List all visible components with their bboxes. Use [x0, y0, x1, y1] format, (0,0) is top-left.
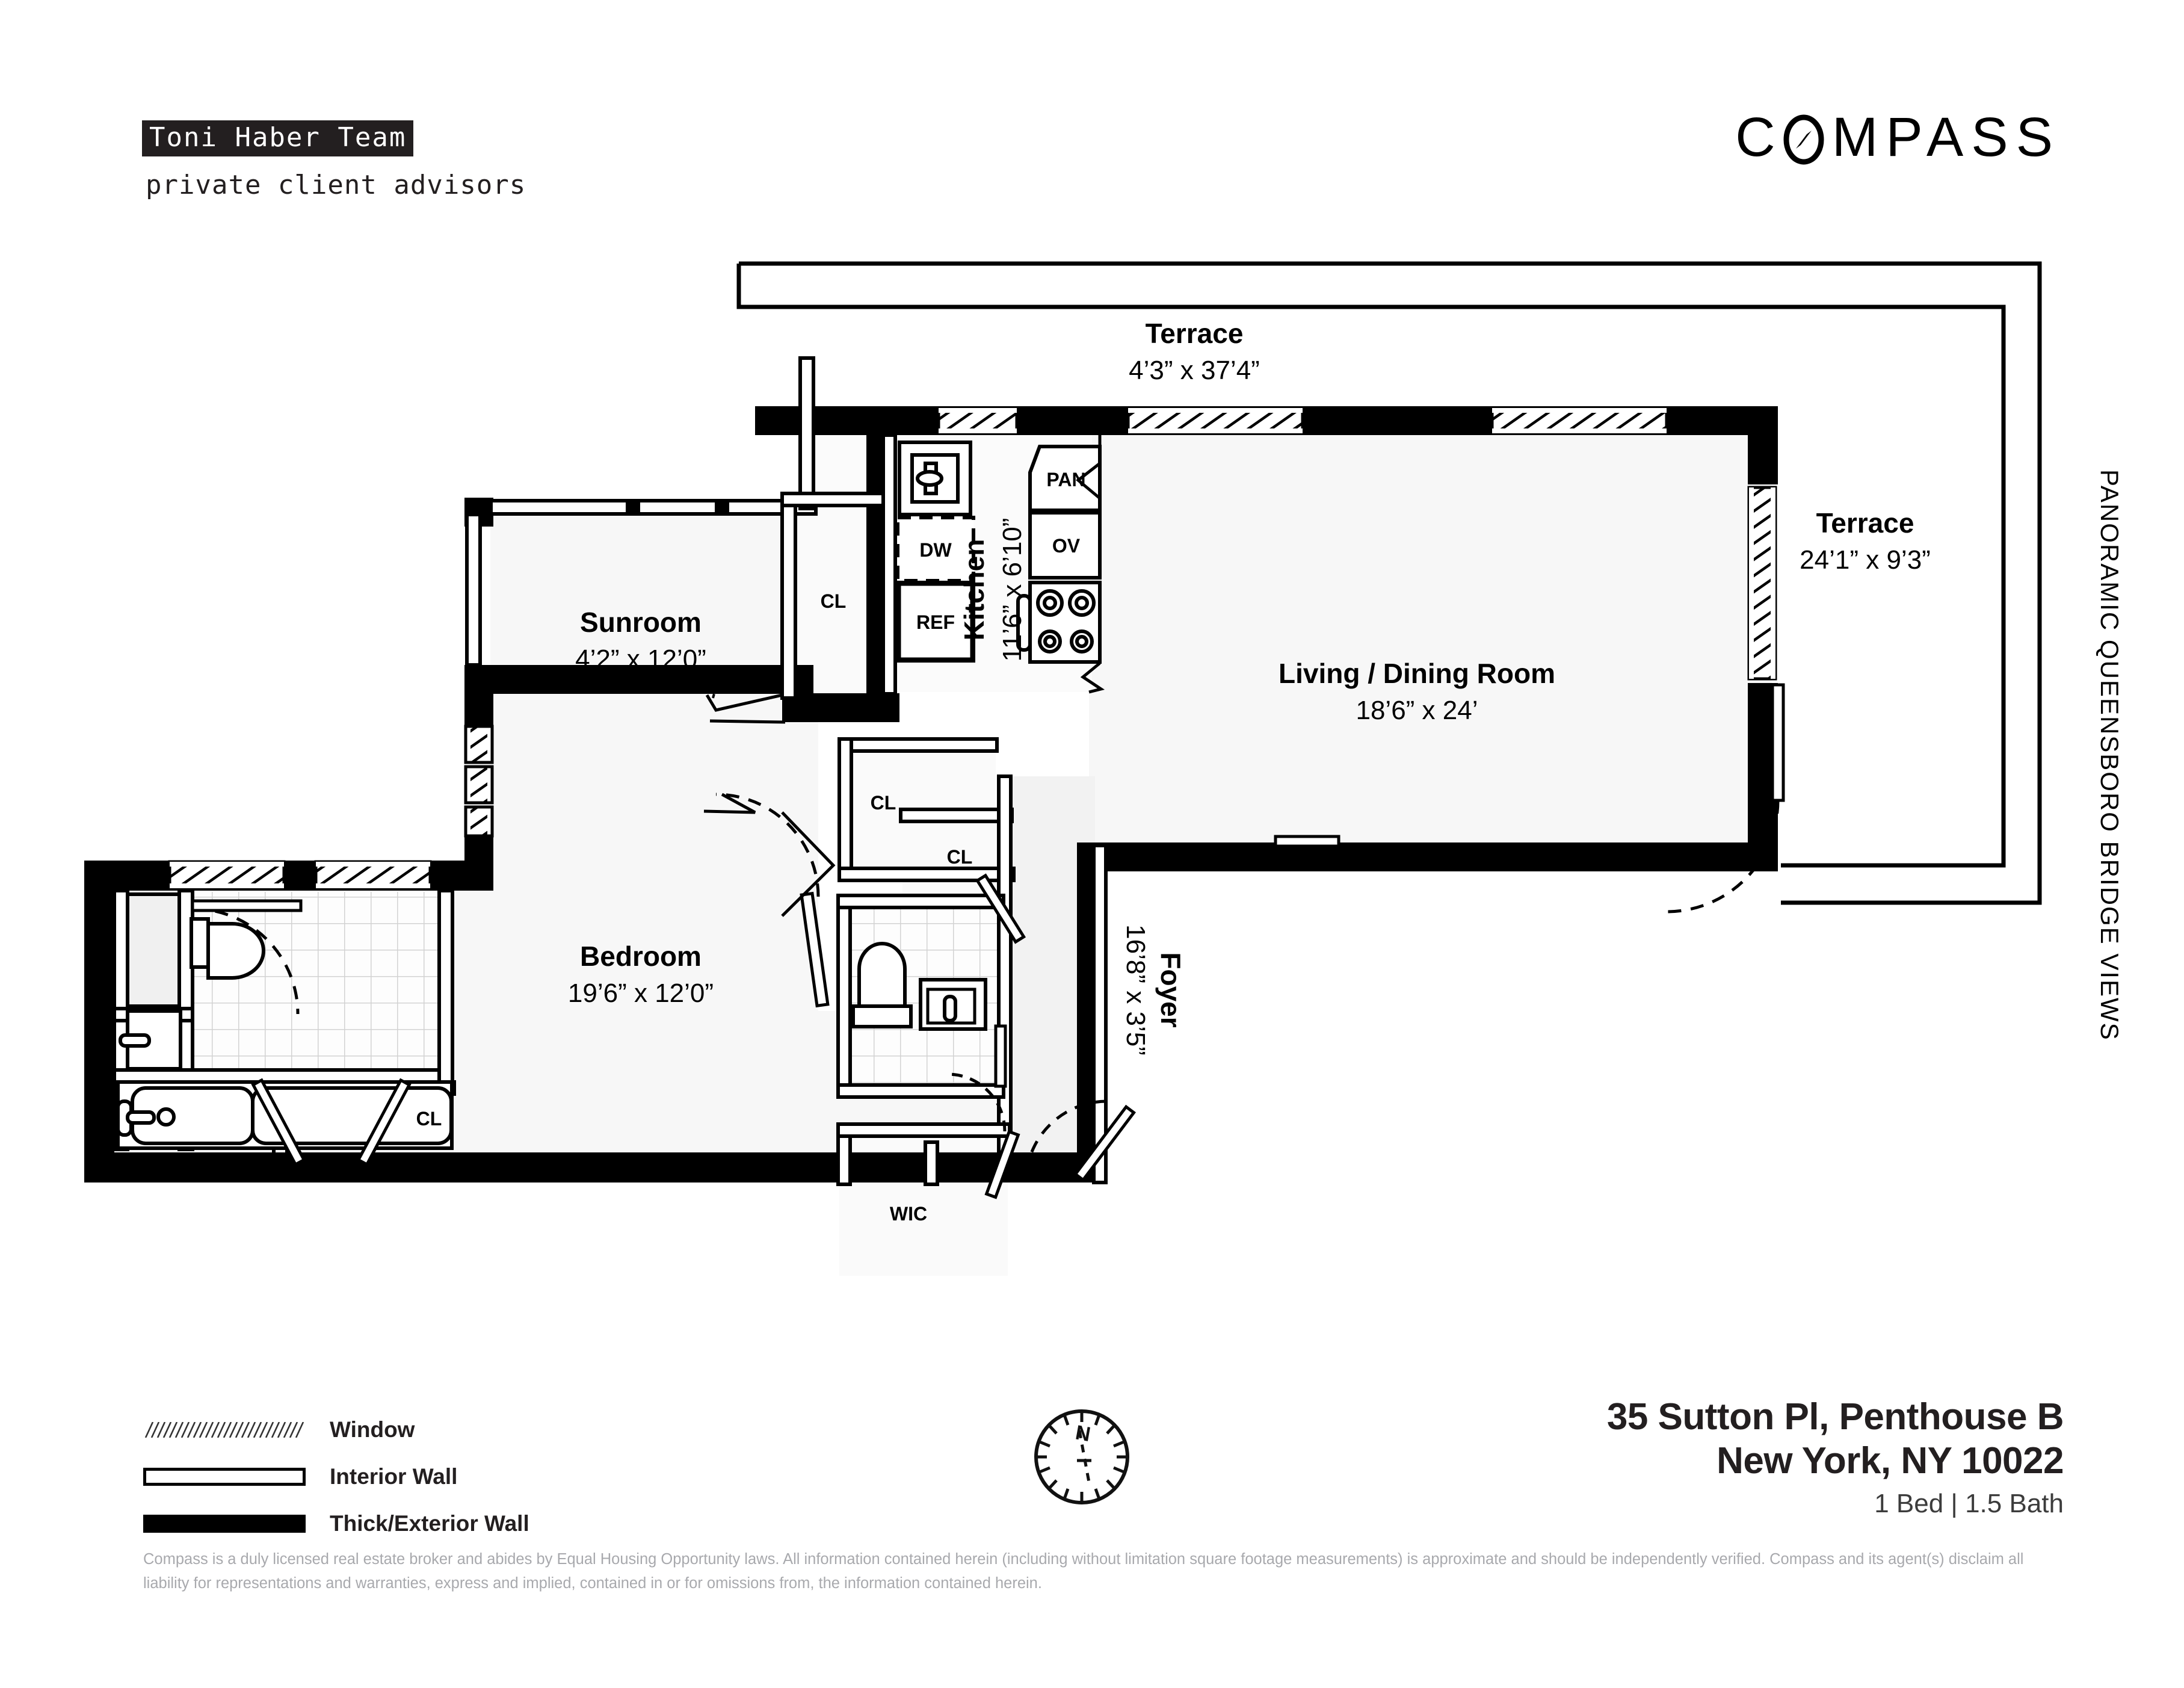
counter-jog-lower	[1080, 662, 1105, 694]
door	[947, 1072, 1020, 1199]
view-annotation: PANORAMIC QUEENSBORO BRIDGE VIEWS	[2096, 469, 2124, 1041]
page-header: Toni Haber Team private client advisors …	[0, 0, 2184, 253]
window-band	[464, 765, 494, 805]
door	[251, 1078, 412, 1167]
doors	[191, 683, 1785, 1199]
room-name-sunroom: Sunroom	[580, 607, 702, 638]
legend-label-interior-wall: Interior Wall	[330, 1464, 458, 1489]
room-name-terrace-right: Terrace	[1816, 507, 1914, 539]
legend-item-thick-wall: Thick/Exterior Wall	[143, 1500, 529, 1547]
address-block: 35 Sutton Pl, Penthouse B New York, NY 1…	[1607, 1395, 2064, 1519]
room-name-kitchen: Kitchen	[958, 539, 990, 641]
brand-block: Toni Haber Team private client advisors	[142, 120, 526, 200]
tag-cl-3: CL	[947, 846, 973, 868]
sink-icon	[898, 441, 972, 516]
room-name-terrace-top: Terrace	[1146, 318, 1244, 349]
door	[705, 684, 783, 712]
tag-wic: WIC	[890, 1203, 927, 1225]
room-name-bedroom: Bedroom	[580, 941, 702, 972]
room-dim-living-dining: 18’6” x 24’	[1356, 696, 1478, 725]
compass-logo-text-pre: C	[1735, 107, 1783, 168]
thick-wall-swatch-icon	[143, 1515, 306, 1533]
room-name-foyer: Foyer	[1155, 952, 1186, 1027]
vanity-counter	[126, 892, 181, 1008]
address-line-2: New York, NY 10022	[1717, 1440, 2064, 1482]
window-band	[1747, 486, 1777, 681]
oven-outline	[1028, 511, 1102, 580]
windows	[168, 406, 1777, 890]
terrace-outlines	[736, 261, 2042, 905]
brand-tagline: private client advisors	[146, 170, 526, 200]
legend-label-thick-wall: Thick/Exterior Wall	[330, 1511, 529, 1536]
floorplan-svg: Terrace 4’3” x 37’4” Terrace 24’1” x 9’3…	[84, 261, 2124, 1276]
entry-door	[1024, 1099, 1137, 1183]
compass-logo: C MPASS	[1735, 107, 2061, 167]
window-swatch-icon	[143, 1421, 306, 1438]
room-name-living-dining: Living / Dining Room	[1279, 658, 1555, 689]
floorplan: Terrace 4’3” x 37’4” Terrace 24’1” x 9’3…	[0, 235, 2184, 1396]
room-dim-terrace-top: 4’3” x 37’4”	[1129, 356, 1260, 385]
powder-sink-icon	[919, 978, 987, 1031]
window-band	[168, 860, 286, 890]
room-dim-sunroom: 4’2” x 12’0”	[575, 645, 706, 674]
bathroom-sink-icon	[119, 1009, 182, 1071]
page-footer: Window Interior Wall Thick/Exterior Wall…	[0, 1378, 2184, 1688]
tag-cl-2: CL	[871, 792, 896, 814]
tag-ov: OV	[1052, 535, 1081, 557]
door	[715, 793, 830, 1008]
window-band	[1126, 406, 1304, 435]
disclaimer-text: Compass is a duly licensed real estate b…	[143, 1551, 2024, 1592]
wall-notch	[1274, 835, 1340, 848]
pantry-outline	[1028, 445, 1102, 512]
fixture-tags: PAN OV DW REF CL CL CL CL WIC	[416, 469, 1086, 1225]
window-band	[464, 725, 494, 764]
window-band	[1490, 406, 1668, 435]
room-dim-foyer: 16’8” x 3’5”	[1121, 924, 1150, 1056]
tag-cl-4: CL	[416, 1108, 442, 1130]
tag-cl-1: CL	[821, 590, 847, 612]
window-band	[464, 805, 494, 838]
window-band	[314, 860, 432, 890]
cooktop-icon	[1016, 581, 1102, 664]
room-labels: Terrace 4’3” x 37’4” Terrace 24’1” x 9’3…	[568, 318, 1931, 1008]
legend-item-interior-wall: Interior Wall	[143, 1453, 529, 1500]
legend-label-window: Window	[330, 1417, 415, 1442]
tag-pan: PAN	[1046, 469, 1085, 490]
toilet-icon	[190, 917, 265, 980]
brand-name: Toni Haber Team	[142, 120, 414, 156]
refrigerator-outline	[896, 581, 975, 663]
window-band	[937, 406, 1019, 435]
legend-item-window: Window	[143, 1406, 529, 1453]
room-labels-rotated: Kitchen 11’6” x 6’10” Foyer 16’8” x 3’5”	[958, 518, 1186, 1056]
compass-logo-text-post: MPASS	[1831, 107, 2061, 168]
door	[975, 873, 1026, 944]
counter-jog	[1076, 435, 1102, 536]
door	[1666, 683, 1785, 914]
tag-ref: REF	[916, 611, 955, 633]
compass-rose-icon: N	[1030, 1405, 1134, 1509]
door	[994, 1024, 1007, 1088]
room-dim-kitchen: 11’6” x 6’10”	[998, 518, 1027, 662]
interior-wall-swatch-icon	[143, 1468, 306, 1486]
compass-north-label: N	[1074, 1421, 1093, 1446]
legend: Window Interior Wall Thick/Exterior Wall	[143, 1406, 529, 1547]
room-dim-bedroom: 19’6” x 12’0”	[568, 978, 714, 1008]
address-line-3: 1 Bed | 1.5 Bath	[1874, 1489, 2064, 1519]
compass-needle-o-icon	[1783, 110, 1824, 165]
powder-toilet-icon	[851, 942, 913, 1028]
tag-dw: DW	[919, 539, 952, 561]
bifold-door	[703, 719, 836, 917]
room-dim-terrace-right: 24’1” x 9’3”	[1800, 545, 1931, 575]
address-line-1: 35 Sutton Pl, Penthouse B	[1606, 1396, 2064, 1438]
door	[191, 899, 303, 1015]
